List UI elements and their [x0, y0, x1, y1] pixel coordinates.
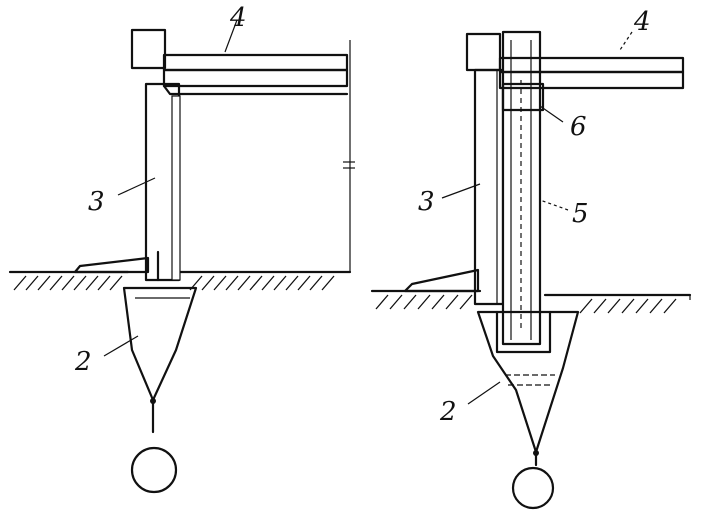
- right-label-wall: 3: [418, 187, 435, 217]
- left-label-slab: 4: [229, 3, 247, 33]
- right-slab: [498, 56, 685, 90]
- right-label-slab: 4: [633, 7, 651, 37]
- right-wall: [473, 68, 505, 306]
- right-blind-area: [403, 268, 480, 293]
- right-pile: [501, 30, 542, 346]
- left-column-cap: [130, 28, 167, 70]
- right-label-wedge: 2: [439, 397, 457, 427]
- left-section: 4 3 2: [8, 3, 355, 494]
- left-label-wall: 3: [88, 187, 105, 217]
- left-label-wedge: 2: [74, 347, 92, 377]
- right-column-cap: [465, 32, 502, 72]
- right-axis-circle: [511, 466, 555, 510]
- left-axis-circle: [130, 446, 178, 494]
- left-slab: [162, 53, 349, 96]
- right-label-beam: 6: [570, 112, 587, 142]
- left-wedge: [122, 286, 198, 402]
- left-blind-area: [73, 256, 150, 274]
- right-label-pile: 5: [572, 199, 589, 229]
- right-section: 4 6 5 3 2: [370, 7, 692, 510]
- right-beam: [501, 82, 545, 112]
